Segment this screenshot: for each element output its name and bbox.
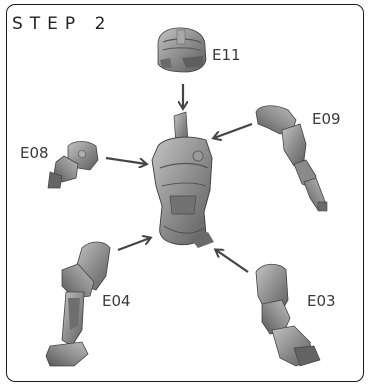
leg-part-e03 [256, 264, 320, 366]
arrow-e08-to-torso [106, 158, 146, 164]
arrow-e03-to-torso [216, 250, 248, 272]
label-e11: E11 [212, 46, 241, 64]
label-e09: E09 [312, 110, 341, 128]
label-e08: E08 [20, 144, 49, 162]
arrow-e09-to-torso [214, 124, 252, 138]
leg-part-e04 [46, 242, 110, 366]
arrow-e04-to-torso [118, 238, 150, 250]
arm-part-e08 [48, 142, 98, 189]
label-e04: E04 [102, 292, 131, 310]
label-e03: E03 [307, 292, 336, 310]
head-part-e11 [158, 28, 206, 72]
torso-part [152, 112, 214, 248]
